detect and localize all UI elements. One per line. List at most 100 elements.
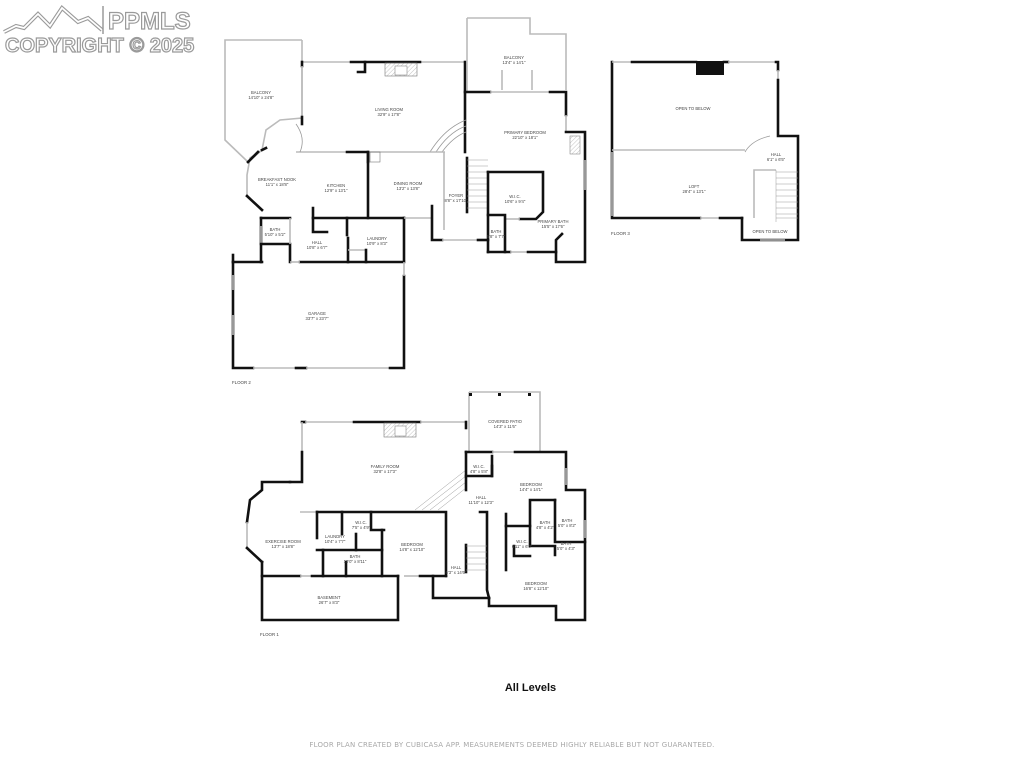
- room-name: BATH: [491, 229, 502, 234]
- svg-text:FOYER: FOYER: [449, 193, 463, 198]
- room-dims: 14'10" x 24'8": [248, 95, 274, 100]
- room-dims: 10'0" x 8'11": [344, 559, 367, 564]
- svg-text:8'8" x 17'10": 8'8" x 17'10": [445, 198, 468, 203]
- room-name: BALCONY: [251, 90, 271, 95]
- svg-text:14'3" x 11'6": 14'3" x 11'6": [494, 424, 517, 429]
- floor-1-plan: [245, 391, 587, 622]
- room-dims: 22'10" x 18'1": [512, 135, 538, 140]
- svg-text:DINING ROOM: DINING ROOM: [394, 181, 423, 186]
- room-dims: 13'2" x 13'8": [397, 186, 420, 191]
- svg-text:5'8" x 7'7": 5'8" x 7'7": [487, 234, 506, 239]
- floor-2-room-labels: BALCONY 14'10" x 24'8" LIVING ROOM 32'9"…: [232, 55, 568, 385]
- room-name: BEDROOM: [525, 581, 547, 586]
- watermark-brand: PPMLS: [107, 7, 191, 35]
- room-dims: 16'8" x 12'10": [523, 586, 549, 591]
- room-dims: 6'1" x 6'5": [767, 157, 786, 162]
- room-name: W.I.C.: [355, 520, 366, 525]
- room-dims: 5'10" x 5'2": [265, 232, 286, 237]
- floor-3-room-labels: OPEN TO BELOW HALL 6'1" x 6'5" LOFT 28'4…: [611, 106, 788, 236]
- room-name: BALCONY: [504, 55, 524, 60]
- room-name: LOFT: [689, 184, 700, 189]
- room-name: BATH: [540, 520, 551, 525]
- room-name: BEDROOM: [520, 482, 542, 487]
- ppmls-watermark: PPMLS COPYRIGHT © 2025: [2, 2, 207, 58]
- svg-text:16'8" x 12'10": 16'8" x 12'10": [523, 586, 549, 591]
- svg-text:10'6" x 9'4": 10'6" x 9'4": [505, 199, 526, 204]
- svg-text:15'5" x 17'6": 15'5" x 17'6": [542, 224, 565, 229]
- svg-text:W.I.C.: W.I.C.: [509, 194, 520, 199]
- room-dims: 33'7" x 23'7": [306, 316, 329, 321]
- svg-text:26'7" x 8'3": 26'7" x 8'3": [319, 600, 340, 605]
- svg-text:10'8" x 6'7": 10'8" x 6'7": [307, 245, 328, 250]
- svg-text:5'0" x 4'3": 5'0" x 4'3": [557, 546, 576, 551]
- svg-text:33'7" x 23'7": 33'7" x 23'7": [306, 316, 329, 321]
- room-dims: 28'4" x 13'1": [683, 189, 706, 194]
- svg-text:HALL: HALL: [771, 152, 782, 157]
- svg-text:OPEN TO BELOW: OPEN TO BELOW: [676, 106, 711, 111]
- svg-text:32'9" x 17'8": 32'9" x 17'8": [378, 112, 401, 117]
- svg-text:W.I.C.: W.I.C.: [516, 539, 527, 544]
- svg-text:22'10" x 18'1": 22'10" x 18'1": [512, 135, 538, 140]
- plan-title: All Levels: [504, 682, 557, 694]
- svg-text:BATH: BATH: [270, 227, 281, 232]
- room-dims: 12'9" x 13'1": [325, 188, 348, 193]
- room-dims: 14'4" x 14'1": [520, 487, 543, 492]
- svg-text:5'0" x 8'2": 5'0" x 8'2": [558, 523, 577, 528]
- room-name: PRIMARY BATH: [538, 219, 569, 224]
- room-name: BATH: [270, 227, 281, 232]
- room-dims: 32'9" x 17'8": [378, 112, 401, 117]
- room-dims: 32'8" x 17'3": [374, 469, 397, 474]
- svg-text:HALL: HALL: [476, 495, 487, 500]
- room-dims: 10'6" x 9'4": [505, 199, 526, 204]
- room-name: OPEN TO BELOW: [676, 106, 711, 111]
- room-name: HALL: [451, 565, 462, 570]
- room-dims: 14'3" x 11'6": [494, 424, 517, 429]
- svg-text:28'4" x 13'1": 28'4" x 13'1": [683, 189, 706, 194]
- svg-text:14'10" x 24'8": 14'10" x 24'8": [248, 95, 274, 100]
- room-name: HALL: [771, 152, 782, 157]
- svg-text:BEDROOM: BEDROOM: [520, 482, 542, 487]
- room-name: BREAKFAST NOOK: [258, 177, 296, 182]
- svg-text:LIVING ROOM: LIVING ROOM: [375, 107, 403, 112]
- svg-text:W.I.C.: W.I.C.: [473, 464, 484, 469]
- room-dims: 10'8" x 6'7": [307, 245, 328, 250]
- svg-text:13'2" x 13'8": 13'2" x 13'8": [397, 186, 420, 191]
- room-dims: 11'1" x 18'8": [266, 182, 289, 187]
- svg-text:HALL: HALL: [312, 240, 323, 245]
- svg-text:BATH: BATH: [562, 518, 573, 523]
- room-name: DINING ROOM: [394, 181, 423, 186]
- svg-text:6'11" x 6'0": 6'11" x 6'0": [512, 544, 533, 549]
- room-name: FOYER: [449, 193, 463, 198]
- watermark-copyright: COPYRIGHT © 2025: [4, 34, 195, 57]
- svg-text:10'9" x 8'3": 10'9" x 8'3": [367, 241, 388, 246]
- svg-text:4'8" x 5'8": 4'8" x 5'8": [470, 469, 489, 474]
- svg-text:FAMILY ROOM: FAMILY ROOM: [371, 464, 400, 469]
- svg-text:11'1" x 18'8": 11'1" x 18'8": [266, 182, 289, 187]
- room-dims: 4'8" x 4'2": [536, 525, 555, 530]
- floor-3-plan: [610, 60, 800, 242]
- svg-text:BATH: BATH: [561, 541, 572, 546]
- room-name: LAUNDRY: [325, 534, 345, 539]
- svg-text:10'0" x 8'11": 10'0" x 8'11": [344, 559, 367, 564]
- room-dims: 4'8" x 5'8": [470, 469, 489, 474]
- svg-text:BASEMENT: BASEMENT: [317, 595, 340, 600]
- room-name: KITCHEN: [327, 183, 345, 188]
- room-name: GARAGE: [308, 311, 326, 316]
- svg-text:14'4" x 14'1": 14'4" x 14'1": [520, 487, 543, 492]
- room-name: W.I.C.: [473, 464, 484, 469]
- floor-1-room-labels: COVERED PATIO 14'3" x 11'6" FAMILY ROOM …: [260, 419, 577, 637]
- svg-text:5'10" x 5'2": 5'10" x 5'2": [265, 232, 286, 237]
- room-dims: 14'8" x 12'10": [399, 547, 425, 552]
- room-name: LAUNDRY: [367, 236, 387, 241]
- room-dims: 10'9" x 8'3": [367, 241, 388, 246]
- svg-text:W.I.C.: W.I.C.: [355, 520, 366, 525]
- room-name: EXERCISE ROOM: [265, 539, 301, 544]
- svg-text:BEDROOM: BEDROOM: [525, 581, 547, 586]
- svg-text:LAUNDRY: LAUNDRY: [367, 236, 387, 241]
- svg-text:BATH: BATH: [350, 554, 361, 559]
- room-dims: 11'10" x 12'3": [469, 500, 494, 505]
- svg-text:13'4" x 14'1": 13'4" x 14'1": [503, 60, 526, 65]
- svg-text:10'4" x 7'7": 10'4" x 7'7": [325, 539, 346, 544]
- floor-2-plan: [224, 17, 587, 370]
